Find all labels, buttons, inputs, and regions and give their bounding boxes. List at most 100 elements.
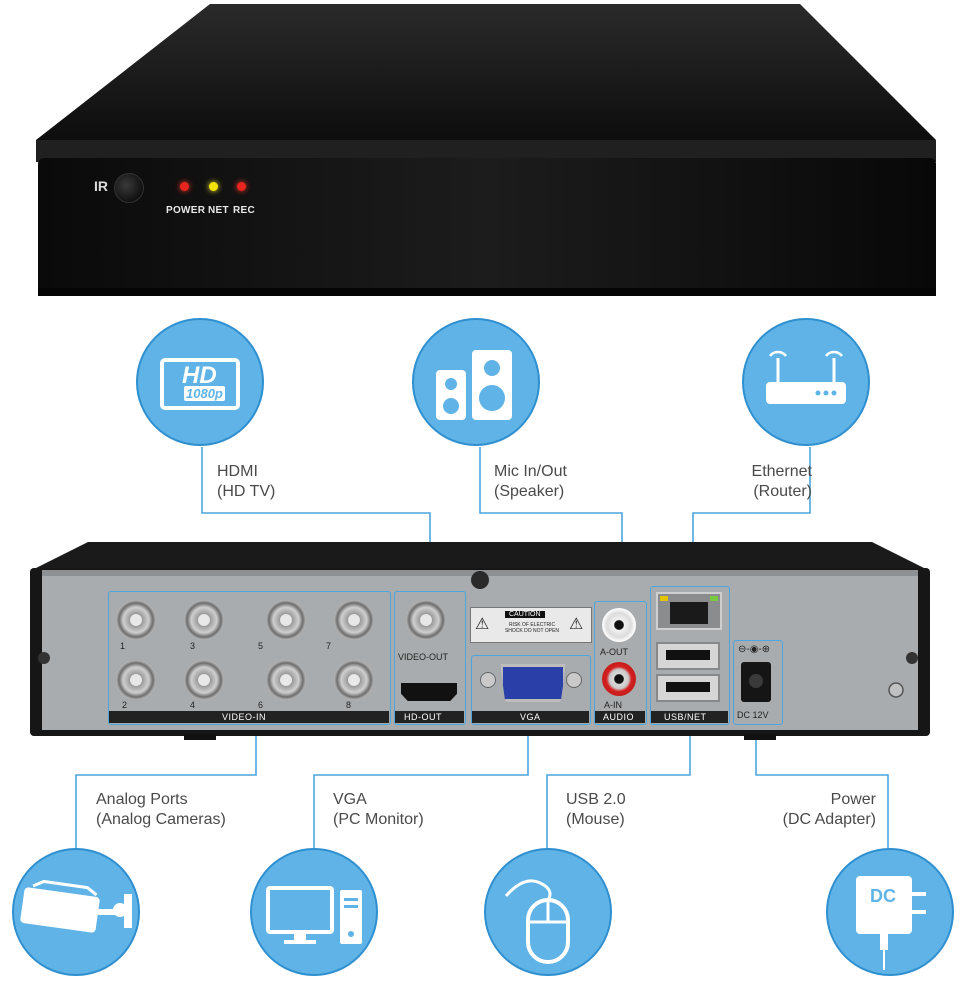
bnc-port-6[interactable] [266,660,306,700]
ethernet-callout-subtitle: (Router) [753,483,812,500]
mic-callout: Mic In/Out (Speaker) [494,462,567,502]
usb-net-label-bar [651,711,728,723]
video-out-bnc-port[interactable] [406,600,446,640]
dc-12v-label: DC 12V [737,710,769,720]
audio-group [594,601,647,725]
analog-callout-subtitle: (Analog Cameras) [96,811,226,828]
hdmi-callout-subtitle: (HD TV) [217,483,276,500]
vga-label: VGA [520,712,541,722]
dvr-front-view: IR POWER NET REC [30,0,940,300]
hd-icon-text: HD [182,362,217,389]
channel-number: 2 [122,700,128,710]
speaker-icon [436,350,512,420]
vga-label-bar [472,711,589,723]
channel-number: 7 [326,641,332,651]
ethernet-port[interactable] [656,592,722,630]
vga-callout-title: VGA [333,791,367,808]
power-callout: Power (DC Adapter) [760,790,876,830]
ethernet-led-left-icon [660,596,668,601]
power-led-label: POWER [166,205,206,216]
audio-label-bar [595,711,645,723]
analog-callout-title: Analog Ports [96,791,188,808]
channel-number: 1 [120,641,126,651]
channel-number: 3 [190,641,196,651]
warning-left-icon: ⚠ [475,616,490,633]
ethernet-socket [670,602,708,624]
vga-callout: VGA (PC Monitor) [333,790,424,830]
power-led-icon [180,182,189,191]
dc-jack-pin [749,674,763,688]
video-out-group [394,591,466,725]
channel-number: 4 [190,700,196,710]
bnc-port-8[interactable] [334,660,374,700]
dc-icon-text: DC [870,886,896,906]
dc-adapter-icon [856,876,926,970]
a-out-label: A-OUT [600,647,628,657]
bnc-port-5[interactable] [266,600,306,640]
bnc-port-7[interactable] [334,600,374,640]
camera-icon [20,879,132,933]
dc-polarity-icon: ⊖-◉-⊕ [738,644,771,655]
ir-label: IR [94,178,108,194]
caution-sticker: ⚠ ⚠ CAUTION RISK OF ELECTRIC SHOCK DO NO… [470,607,592,643]
vga-screw-right [566,672,582,688]
hdmi-port[interactable] [401,683,457,701]
video-in-label: VIDEO-IN [222,712,267,722]
analog-callout: Analog Ports (Analog Cameras) [96,790,226,830]
channel-number: 8 [346,700,352,710]
usb-callout-subtitle: (Mouse) [566,811,625,828]
usb-net-label: USB/NET [664,712,707,722]
ethernet-callout: Ethernet (Router) [700,462,812,502]
usb-callout: USB 2.0 (Mouse) [566,790,626,830]
audio-out-jack[interactable] [602,608,636,642]
video-in-label-bar [109,711,389,723]
usb-port-bottom-slot [666,682,710,692]
pc-monitor-icon [266,886,362,944]
video-out-label: VIDEO-OUT [398,652,449,662]
speaker-circle [412,318,540,446]
mic-callout-subtitle: (Speaker) [494,483,565,500]
mouse-circle [484,848,612,976]
channel-number: 6 [258,700,264,710]
ethernet-led-right-icon [710,596,718,601]
dc-group [733,640,783,725]
usb-port-top[interactable] [656,642,720,670]
power-callout-subtitle: (DC Adapter) [782,811,876,828]
hdmi-tv-circle: HD 1080p [136,318,264,446]
vga-port[interactable] [500,664,566,702]
mouse-icon [504,879,570,964]
usb-port-bottom[interactable] [656,674,720,702]
hd-out-label-bar [395,711,464,723]
channel-number: 5 [258,641,264,651]
ethernet-callout-title: Ethernet [751,463,812,480]
audio-in-jack[interactable] [602,662,636,696]
analog-camera-circle [12,848,140,976]
dvr-front-shape [36,4,936,296]
hdmi-callout-title: HDMI [217,463,258,480]
vga-screw-left [480,672,496,688]
power-callout-title: Power [830,791,876,808]
bnc-port-4[interactable] [184,660,224,700]
router-circle [742,318,870,446]
bnc-port-1[interactable] [116,600,156,640]
router-icon [766,350,846,404]
ir-sensor-icon [114,173,144,203]
usb-net-group [650,586,730,725]
mic-callout-title: Mic In/Out [494,463,567,480]
net-led-icon [209,182,218,191]
usb-port-top-slot [666,650,710,660]
caution-title: CAUTION [505,611,545,618]
dc-power-jack[interactable] [741,662,771,702]
rec-led-icon [237,182,246,191]
bnc-port-2[interactable] [116,660,156,700]
caution-text: RISK OF ELECTRIC SHOCK DO NOT OPEN [504,622,560,634]
rec-led-label: REC [233,205,256,216]
bnc-port-3[interactable] [184,600,224,640]
warning-right-icon: ⚠ [569,616,584,633]
net-led-label: NET [208,205,229,216]
pc-monitor-circle [250,848,378,976]
hd-out-label: HD-OUT [404,712,442,722]
hdmi-callout: HDMI (HD TV) [217,462,275,502]
vga-callout-subtitle: (PC Monitor) [333,811,424,828]
